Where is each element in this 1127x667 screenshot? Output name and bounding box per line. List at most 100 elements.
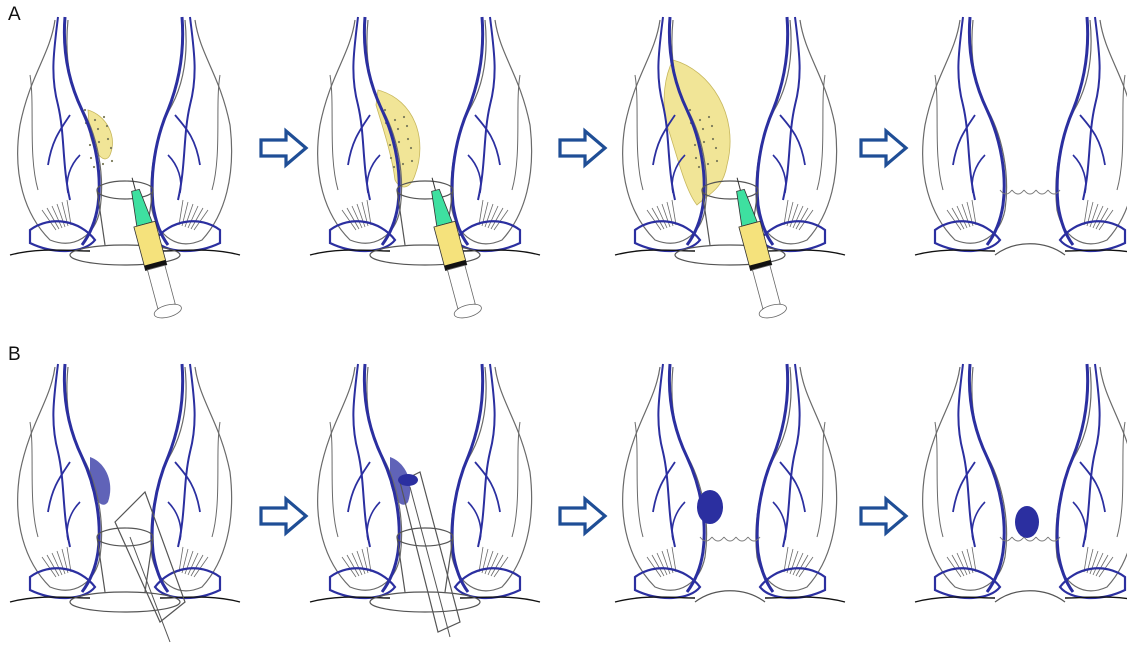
panel-b4-illustration xyxy=(915,362,1127,662)
anal-canal-anatomy xyxy=(615,364,845,602)
muscle-fibre xyxy=(179,200,183,225)
left-vessel xyxy=(353,364,370,547)
muscle-fibre xyxy=(485,551,493,574)
sclerosant-speckle xyxy=(394,119,396,121)
anoscope-rim xyxy=(97,181,153,199)
right-sphincter-plexus xyxy=(760,568,825,598)
mucosa-line xyxy=(330,422,338,537)
muscle-fibre xyxy=(672,200,676,225)
panel-b2 xyxy=(310,362,540,662)
left-vessel-branch xyxy=(653,462,675,512)
right-sphincter-plexus xyxy=(1060,568,1125,598)
right-vessel-branch xyxy=(468,502,481,540)
anal-canal-anatomy xyxy=(915,17,1127,255)
step-arrow-icon xyxy=(258,128,310,168)
skin-line xyxy=(1065,597,1127,602)
healed-canal xyxy=(995,537,1065,602)
muscle-fibre xyxy=(57,204,65,227)
sclerosant-speckle xyxy=(103,116,105,118)
left-vessel xyxy=(353,17,370,200)
mucosal-fold xyxy=(1024,190,1036,194)
right-vessel xyxy=(757,17,788,245)
sclerosant-speckle xyxy=(98,141,100,143)
muscle-fibre xyxy=(179,547,183,572)
anal-canal-anatomy xyxy=(310,17,540,255)
sclerosant-speckle xyxy=(93,166,95,168)
mucosal-fold xyxy=(1036,537,1048,541)
syringe-plunger xyxy=(447,265,475,308)
panel-b1-illustration xyxy=(10,362,240,662)
muscle-fibre xyxy=(662,204,670,227)
panel-a2 xyxy=(310,15,540,315)
sclerosant-speckle xyxy=(84,109,86,111)
anal-canal-anatomy xyxy=(10,17,240,255)
sloughing-hemorrhoid xyxy=(1015,506,1039,538)
panel-a4 xyxy=(915,15,1127,315)
muscle-fibre xyxy=(962,204,970,227)
muscle-fibre xyxy=(185,551,193,574)
muscle-fibre xyxy=(962,551,970,574)
muscle-fibre xyxy=(479,200,483,225)
ligated-hemorrhoid xyxy=(697,490,723,524)
right-vessel-branch xyxy=(773,155,786,193)
anal-canal-anatomy xyxy=(10,364,240,602)
sclerosant-speckle xyxy=(107,138,109,140)
mucosa-line xyxy=(635,75,643,190)
muscle-fibre xyxy=(972,200,976,225)
mucosal-fold xyxy=(1036,190,1048,194)
right-sphincter-plexus xyxy=(760,221,825,251)
muscle-fibre xyxy=(479,547,483,572)
muscle-fibre xyxy=(784,547,788,572)
anoscope-flange xyxy=(370,592,480,612)
mucosa-line xyxy=(1117,422,1125,537)
right-sphincter-plexus xyxy=(455,221,520,251)
right-sphincter-plexus xyxy=(155,221,220,251)
sclerosant-speckle xyxy=(712,138,714,140)
sclerosant-speckle xyxy=(407,138,409,140)
panel-b3-illustration xyxy=(615,362,845,662)
panel-a3-illustration xyxy=(615,15,845,315)
sclerosant-speckle xyxy=(711,125,713,127)
muscle-fibre xyxy=(790,204,798,227)
right-vessel-branch xyxy=(773,502,786,540)
panel-b3 xyxy=(615,362,845,662)
healed-canal xyxy=(995,190,1065,255)
sclerosant-speckle xyxy=(403,116,405,118)
left-vessel-branch xyxy=(972,502,985,540)
left-vessel-branch xyxy=(367,155,380,193)
muscle-fibre xyxy=(185,204,193,227)
left-vessel-branch xyxy=(953,462,975,512)
left-vessel-branch xyxy=(972,155,985,193)
mucosa-line xyxy=(935,422,943,537)
anoscope xyxy=(70,528,180,612)
muscle-fibre xyxy=(1090,204,1098,227)
muscle-fibre xyxy=(1090,551,1098,574)
sclerosant-speckle xyxy=(398,141,400,143)
left-vessel-branch xyxy=(67,155,80,193)
sclerosant-speckle xyxy=(397,128,399,130)
left-vessel-branch xyxy=(672,502,685,540)
left-vessel-branch xyxy=(48,462,70,512)
panel-a3 xyxy=(615,15,845,315)
mucosa-line xyxy=(817,422,825,537)
muscle-fibre xyxy=(662,551,670,574)
panel-a1 xyxy=(10,15,240,315)
healed-canal xyxy=(695,537,765,602)
left-vessel xyxy=(969,364,1004,592)
right-vessel xyxy=(152,17,183,245)
muscle-fibre xyxy=(357,551,365,574)
muscle-fibre xyxy=(367,547,371,572)
sclerosant-speckle xyxy=(703,141,705,143)
right-vessel xyxy=(1057,364,1088,592)
mucosa-line xyxy=(1117,75,1125,190)
muscle-fibre xyxy=(1084,200,1088,225)
anoscope-rim xyxy=(397,181,453,199)
step-arrow-icon xyxy=(858,128,910,168)
sclerosant-speckle xyxy=(695,157,697,159)
anal-verge xyxy=(995,244,1065,255)
sclerosant-speckle xyxy=(393,166,395,168)
muscle-fibre xyxy=(357,204,365,227)
needle-tip xyxy=(432,178,435,191)
sclerosant-speckle xyxy=(716,160,718,162)
mucosa-line xyxy=(935,75,943,190)
